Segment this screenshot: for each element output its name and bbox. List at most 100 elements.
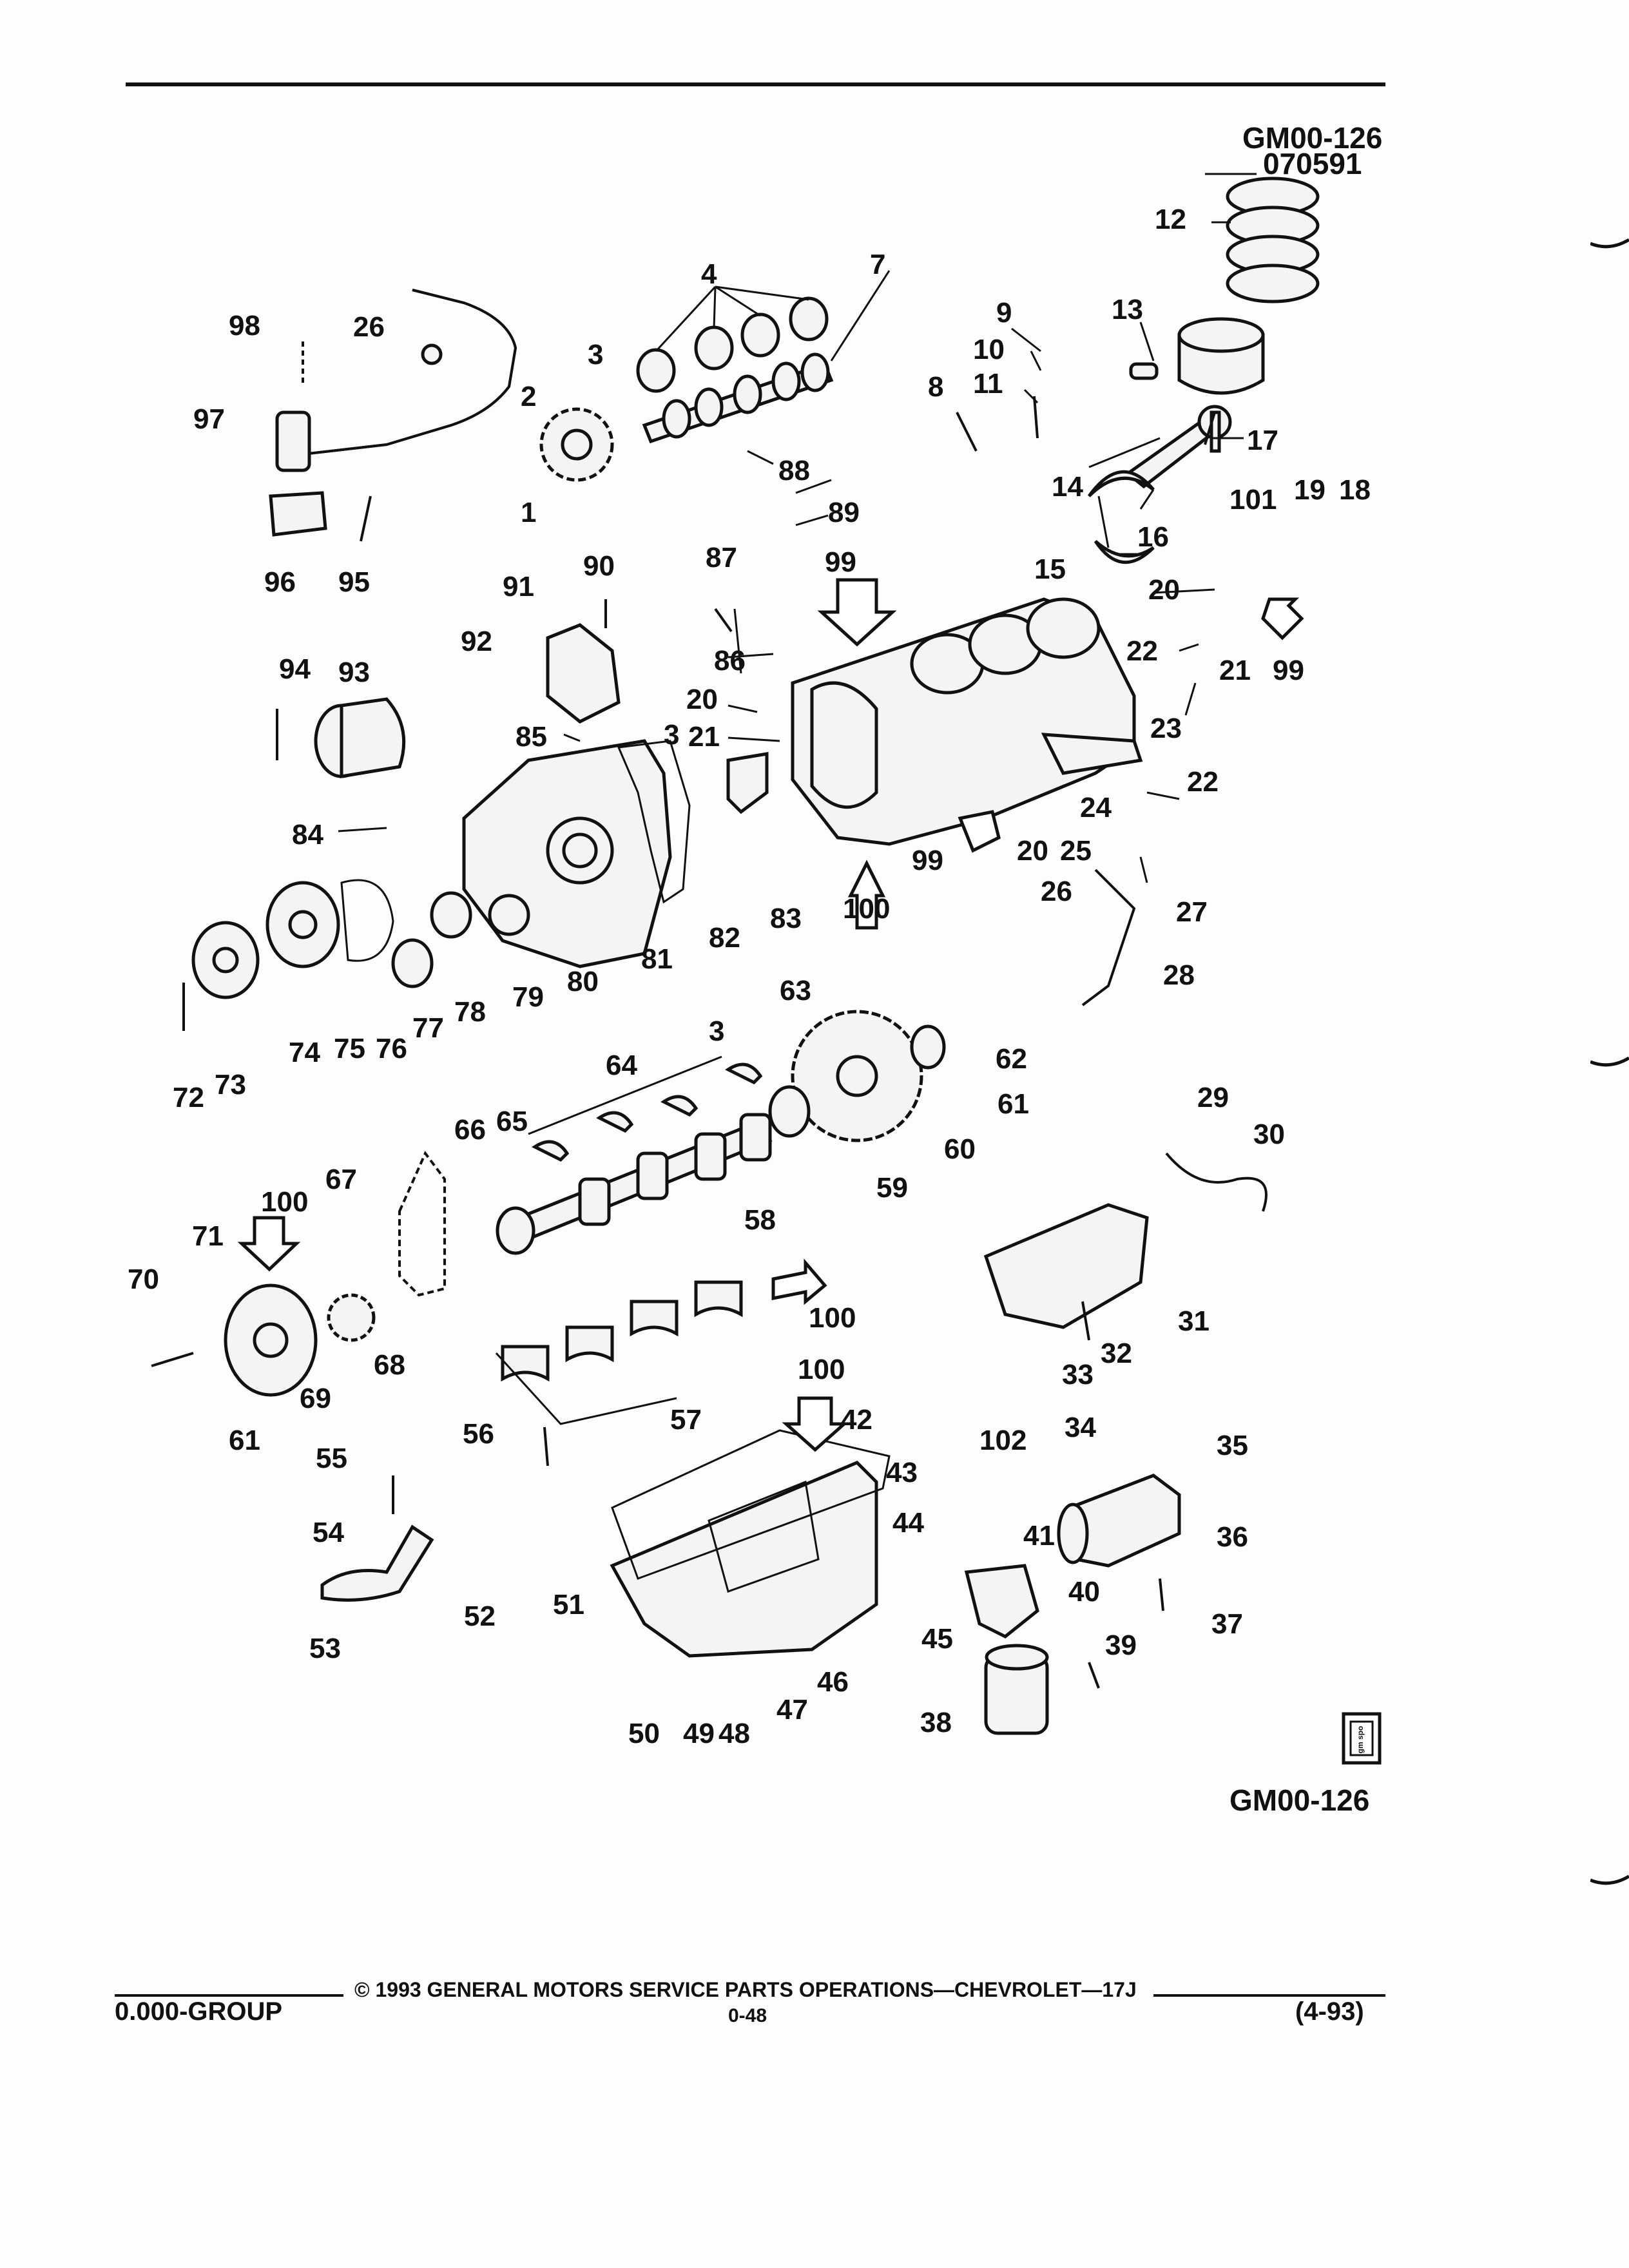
callout: 91 [503, 571, 534, 602]
timing-cover [462, 739, 672, 968]
piston [1129, 317, 1265, 395]
callout: 70 [128, 1264, 159, 1295]
callout: 100 [809, 1302, 856, 1334]
oil-pump [265, 881, 340, 968]
callout: 28 [1163, 959, 1195, 991]
callout: 21 [1219, 655, 1251, 686]
callout: 7 [870, 249, 885, 280]
callout: 96 [264, 566, 296, 598]
callout: 78 [454, 996, 486, 1028]
binder-mark [1590, 1875, 1629, 1885]
footer-group: 0.000-GROUP [115, 1997, 283, 2026]
callout: 100 [798, 1354, 845, 1385]
callout: 81 [641, 943, 673, 975]
callout: 20 [1148, 574, 1180, 606]
oil-pump-pickup [320, 1524, 434, 1602]
callout: 72 [173, 1082, 204, 1113]
footer-rule-right [1153, 1994, 1385, 1997]
callout: 86 [714, 645, 746, 677]
callout: 65 [496, 1106, 528, 1137]
callout: 22 [1187, 766, 1219, 798]
repeated-callout-labels: 3 3 20 20 21 22 26 61 [229, 311, 1219, 1456]
callout: 23 [1150, 713, 1182, 744]
callout: 40 [1068, 1576, 1100, 1608]
callout: 61 [998, 1088, 1029, 1120]
callout: 10 [973, 334, 1005, 365]
callout: 1 [521, 497, 536, 528]
callout: 101 [1229, 484, 1277, 515]
callout: 36 [1217, 1521, 1248, 1553]
callout: 30 [1253, 1119, 1285, 1150]
binder-mark [1590, 238, 1629, 249]
callout: 76 [376, 1033, 407, 1064]
callout: 29 [1197, 1082, 1229, 1113]
footer-copyright: © 1993 GENERAL MOTORS SERVICE PARTS OPER… [354, 1978, 1137, 2001]
callout: 102 [979, 1425, 1027, 1456]
direction-arrow-101-top [817, 578, 897, 647]
harmonic-balancer [224, 1283, 318, 1397]
callout: 94 [279, 653, 311, 685]
main-cap-group-bracket [495, 1352, 677, 1425]
callout: 26 [353, 311, 385, 343]
camshaft [642, 352, 834, 444]
direction-arrow-102-balancer [237, 1216, 301, 1272]
callout: 25 [1060, 835, 1092, 867]
callout: 60 [944, 1133, 976, 1165]
callout: 12 [1155, 204, 1186, 235]
callout: 39 [1105, 1629, 1137, 1661]
header-date-code: 070591 [1263, 147, 1362, 180]
figure-code: GM00-126 [1229, 1783, 1369, 1817]
callout: 88 [778, 455, 810, 486]
callout: 27 [1176, 896, 1208, 928]
bearing-group-bracket [528, 1055, 722, 1135]
footer-page-number: 0-48 [728, 2005, 767, 2026]
callout: 19 [1294, 474, 1325, 506]
callout: 33 [1062, 1359, 1094, 1390]
oil-pan [610, 1461, 878, 1658]
callout: 100 [261, 1186, 308, 1218]
callout: 43 [886, 1457, 918, 1488]
callout: 56 [463, 1418, 494, 1450]
callout: 54 [313, 1517, 344, 1548]
callout: 48 [718, 1718, 750, 1749]
callout: 77 [412, 1012, 444, 1044]
callout: 99 [1273, 655, 1304, 686]
callout: 83 [770, 903, 802, 934]
camshaft-bearings [636, 296, 829, 393]
footer-revision: (4-93) [1295, 1997, 1364, 2026]
top-rule [126, 82, 1385, 86]
callout: 92 [461, 626, 492, 657]
callout: 85 [516, 721, 547, 753]
callout: 74 [289, 1037, 320, 1068]
oil-filter [984, 1644, 1049, 1735]
callout: 11 [973, 368, 1003, 399]
callout: 82 [709, 922, 740, 954]
callout: 66 [454, 1114, 486, 1146]
callout: 59 [876, 1172, 908, 1204]
callout: 9 [996, 297, 1012, 329]
header-figure-code: GM00-126 [1242, 121, 1382, 155]
callout: 38 [920, 1707, 952, 1738]
callout: 2 [521, 381, 536, 412]
callout: 15 [1034, 553, 1066, 585]
callout: 84 [292, 819, 323, 850]
svg-text:gm spo: gm spo [1356, 1726, 1365, 1754]
callout: 99 [825, 546, 856, 578]
direction-arrow-101-right [1261, 597, 1304, 640]
callout: 47 [776, 1694, 808, 1725]
callout: 73 [215, 1069, 246, 1100]
flywheel-spacer [910, 1024, 946, 1070]
callout: 98 [229, 310, 260, 341]
fasteners [151, 341, 1216, 1689]
direction-arrow-102-pan [782, 1396, 849, 1452]
callout: 46 [817, 1666, 849, 1698]
front-cover-gasket [617, 740, 691, 904]
callout: 20 [1017, 835, 1048, 867]
callout: 67 [325, 1164, 357, 1195]
coolant-bypass-pipe [269, 289, 517, 537]
starter-motor [1057, 1474, 1181, 1568]
callout: 97 [193, 403, 225, 435]
callout: 52 [464, 1600, 496, 1632]
callout: 89 [828, 497, 860, 528]
